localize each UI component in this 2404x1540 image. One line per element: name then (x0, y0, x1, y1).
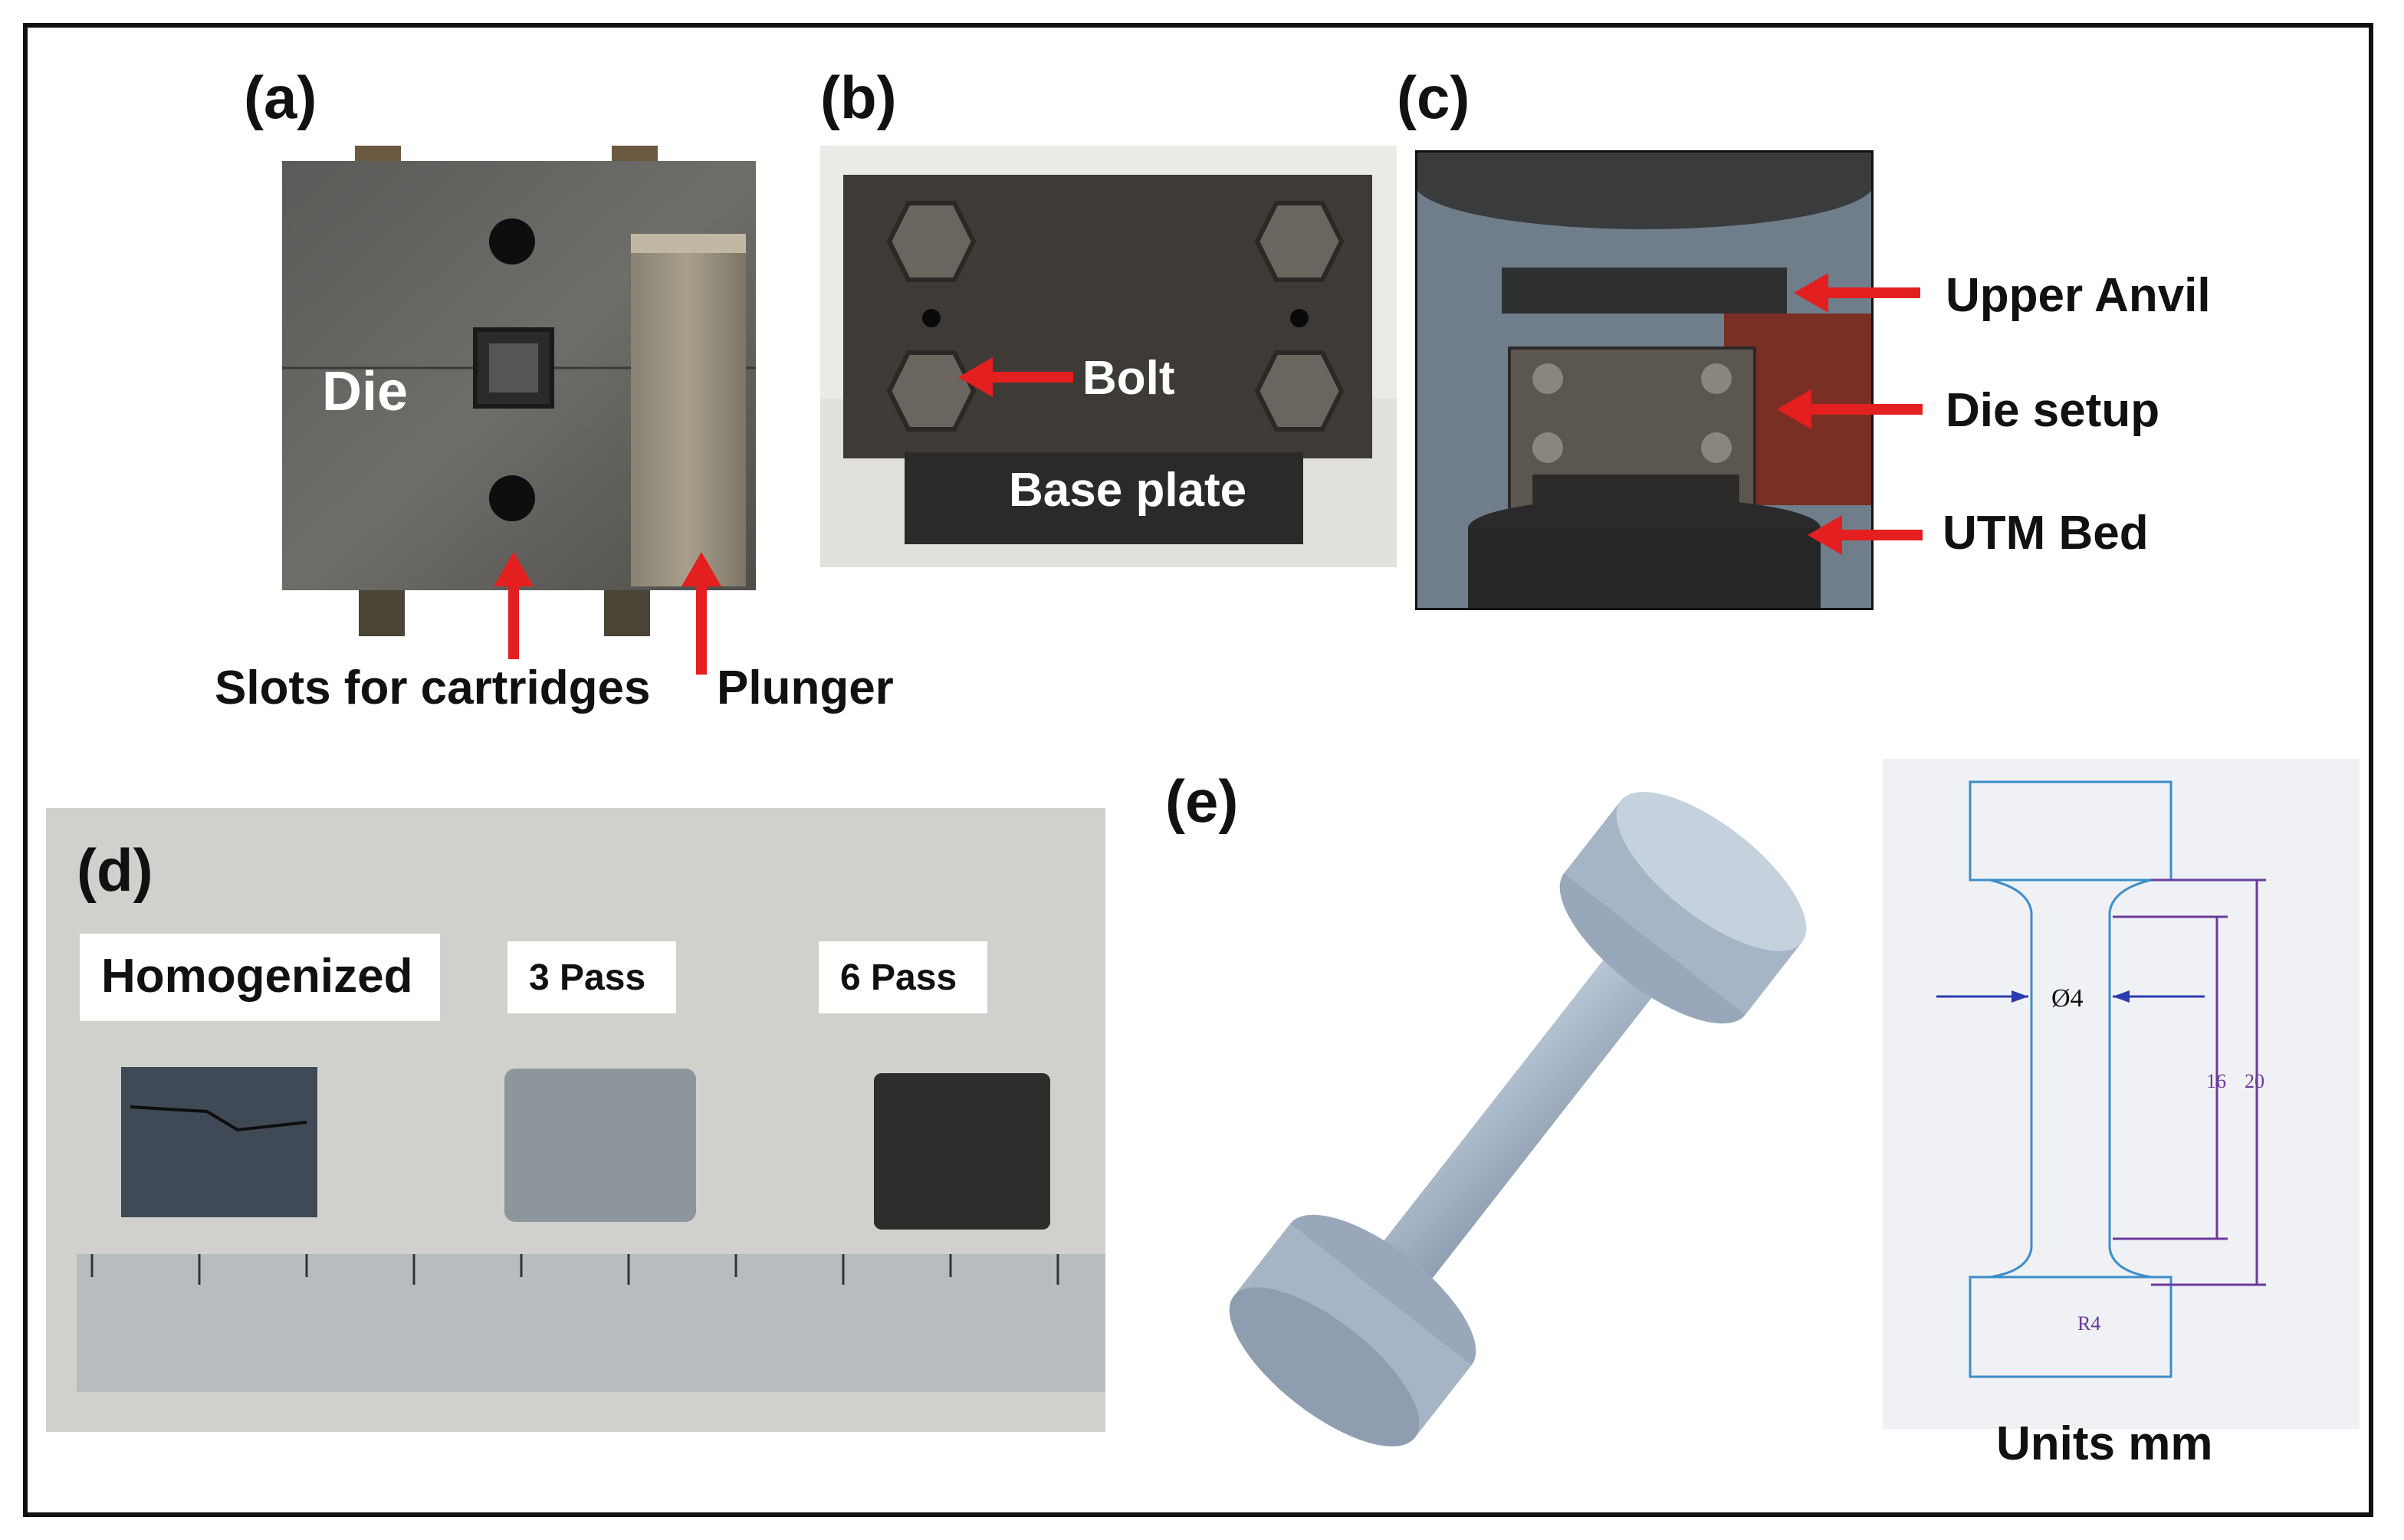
utm-bed-label: UTM Bed (1943, 507, 2149, 560)
sample-label: 6 Pass (840, 957, 957, 998)
gauge-length-dimension: 16 (2206, 1070, 2226, 1092)
slots-for-cartridges-label: Slots for cartridges (215, 662, 651, 714)
tensile-specimen-3d-model (1229, 792, 1807, 1446)
die-assembly-photo (820, 146, 1397, 567)
panel-label-b: (b) (820, 64, 897, 131)
sample-label: Homogenized (101, 950, 413, 1003)
die-label: Die (322, 361, 409, 422)
figure-border (23, 23, 2373, 1517)
die-setup-label: Die setup (1946, 384, 2160, 437)
plunger-arrow-icon (681, 552, 721, 675)
utm-setup-photo (1415, 150, 1874, 610)
panel-label-a: (a) (244, 64, 317, 131)
sample-label-box: 3 Pass (507, 941, 676, 1013)
sample-label-box: 6 Pass (819, 941, 987, 1013)
samples-photo (46, 808, 1105, 1432)
specimen-drawing (1883, 759, 2360, 1429)
units-label: Units mm (1996, 1417, 2213, 1470)
base-plate-label: Base plate (1009, 464, 1247, 517)
plunger-label: Plunger (717, 662, 894, 714)
bolt-label: Bolt (1082, 352, 1175, 405)
total-length-dimension: 20 (2245, 1070, 2264, 1092)
panel-label-c: (c) (1397, 64, 1470, 131)
die-photo (282, 146, 760, 644)
panel-label-e: (e) (1165, 767, 1239, 835)
fillet-radius-dimension: R4 (2077, 1312, 2101, 1335)
upper-anvil-label: Upper Anvil (1946, 269, 2211, 322)
bolt-arrow-icon (958, 357, 1073, 397)
utm-bed-arrow-icon (1808, 515, 1923, 555)
sample-label-box: Homogenized (80, 934, 440, 1021)
upper-anvil-arrow-icon (1794, 273, 1920, 313)
sample-label: 3 Pass (529, 957, 646, 998)
diameter-dimension: Ø4 (2051, 984, 2084, 1013)
panel-label-d: (d) (77, 836, 153, 904)
die-setup-arrow-icon (1777, 389, 1923, 429)
slots-arrow-icon (494, 552, 534, 659)
